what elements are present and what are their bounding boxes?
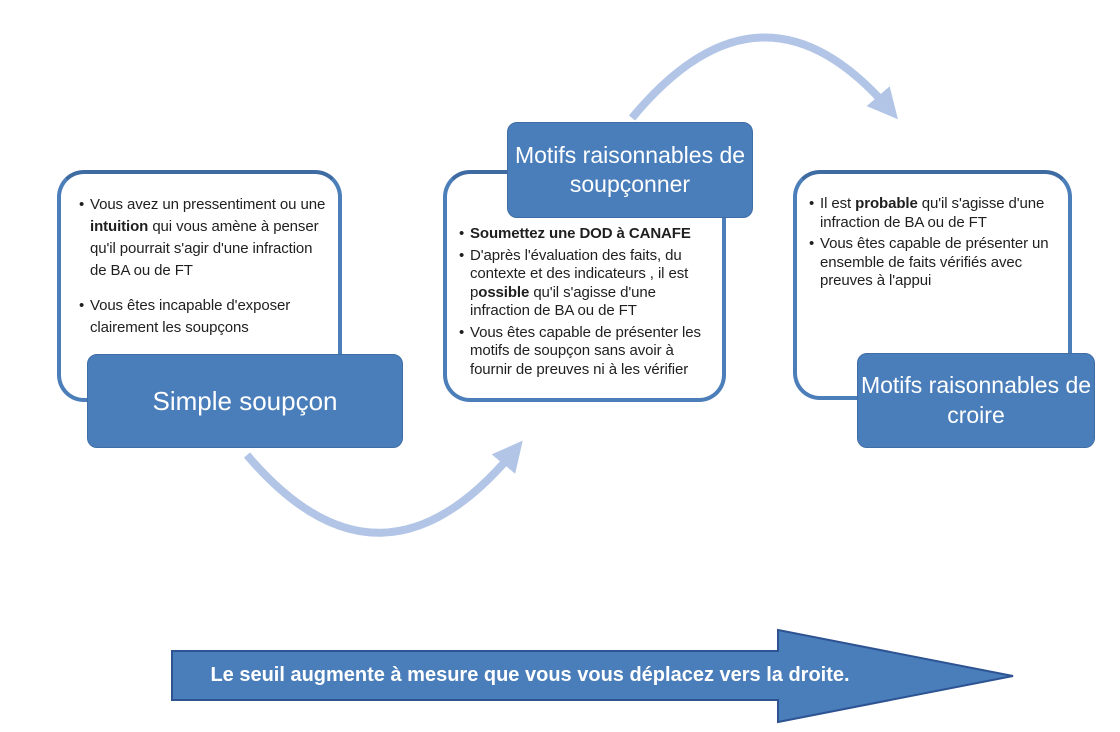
bullet-list: Il est probable qu'il s'agisse d'une inf… bbox=[797, 174, 1068, 291]
bullet-text: Il est bbox=[820, 195, 856, 212]
bullet-item: Soumettez une DOD à CANAFE bbox=[459, 225, 718, 244]
bullet-text-bold: Soumettez une DOD à CANAFE bbox=[470, 225, 691, 242]
bullet-text: D'après l'évaluation des faits, du conte… bbox=[470, 246, 689, 301]
bullet-text: Vous êtes incapable d'exposer clairement… bbox=[90, 297, 291, 336]
curved-arrow-left-to-middle bbox=[243, 440, 523, 537]
bullet-text-bold: ossible bbox=[478, 283, 530, 301]
bullet-item: Vous êtes capable de présenter un ensemb… bbox=[809, 235, 1052, 291]
bullet-text: Vous êtes capable de présenter un ensemb… bbox=[820, 235, 1049, 289]
bullet-list: Vous avez un pressentiment ou une intuit… bbox=[61, 174, 338, 339]
bullet-list: Soumettez une DOD à CANAFE D'après l'éval… bbox=[447, 174, 722, 379]
bullet-text-bold: intuition bbox=[90, 218, 149, 235]
threshold-arrow-label: Le seuil augmente à mesure que vous vous… bbox=[210, 664, 850, 686]
bullet-text: qu'il s'agisse d'une infraction de BA ou… bbox=[820, 195, 1045, 231]
bullet-item: D'après l'évaluation des faits, du conte… bbox=[459, 247, 718, 321]
threshold-arrow-shape bbox=[171, 628, 1014, 724]
bullet-item: Vous êtes incapable d'exposer clairement… bbox=[79, 295, 332, 339]
label-simple-suspicion: Simple soupçon bbox=[87, 354, 403, 448]
bullet-item: Il est probable qu'il s'agisse d'une inf… bbox=[809, 195, 1052, 232]
bullet-text-bold: probable bbox=[855, 195, 918, 212]
bullet-text: Vous êtes capable de présenter les motif… bbox=[470, 323, 701, 378]
curved-arrow-middle-to-right bbox=[628, 33, 898, 121]
bullet-item: Vous êtes capable de présenter les motif… bbox=[459, 324, 718, 380]
label-reasonable-grounds-believe: Motifs raisonnables de croire bbox=[857, 353, 1095, 448]
bullet-text: qui vous amène à penser qu'il pourrait s… bbox=[90, 218, 319, 279]
bullet-text: Vous avez un pressentiment ou une bbox=[90, 196, 326, 213]
bullet-text: qu'il s'agisse d'une infraction de BA ou… bbox=[470, 283, 656, 320]
label-reasonable-grounds-suspect: Motifs raisonnables de soupçonner bbox=[507, 122, 753, 218]
bullet-item: Vous avez un pressentiment ou une intuit… bbox=[79, 194, 332, 282]
